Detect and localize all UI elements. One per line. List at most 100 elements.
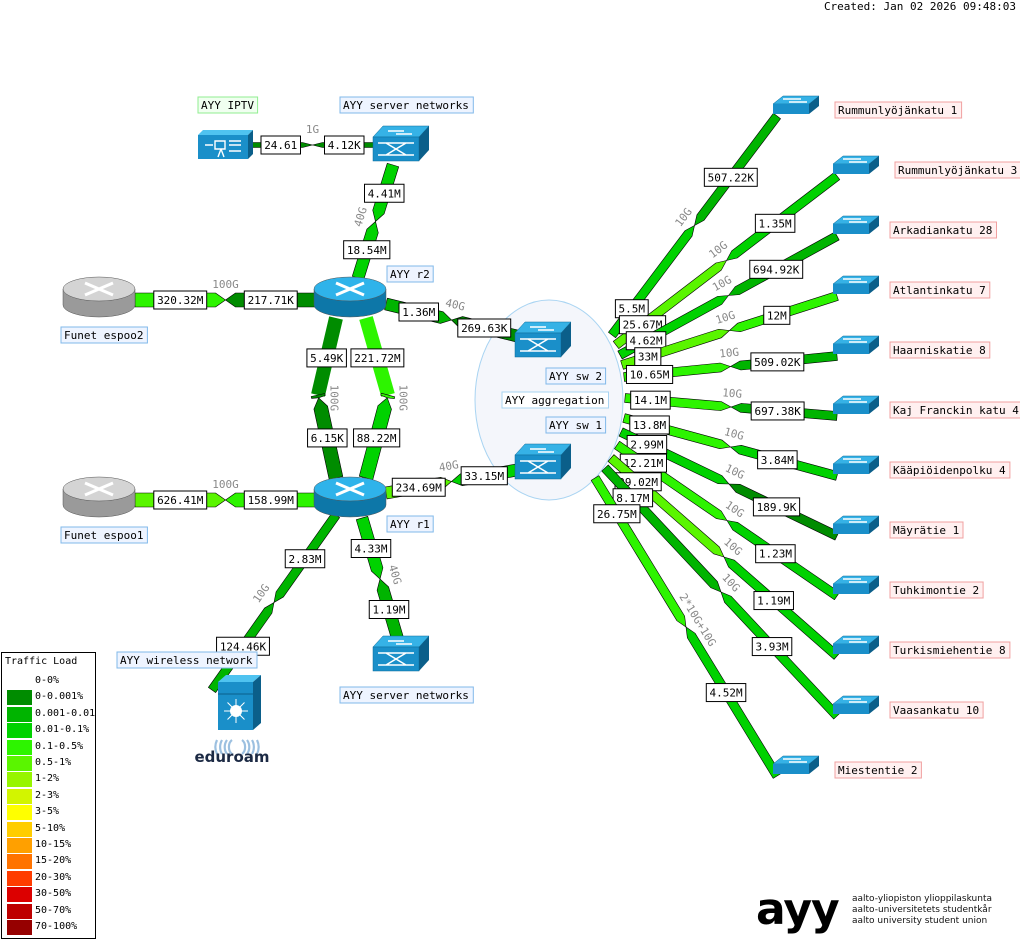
switch-side xyxy=(869,396,879,414)
node-srv_bot[interactable]: AYY server networks xyxy=(339,635,474,704)
switch-icon[interactable] xyxy=(832,215,880,234)
link-out-arrow[interactable] xyxy=(685,626,782,779)
link-in-arrow[interactable] xyxy=(380,392,396,400)
switch-front xyxy=(833,464,869,474)
ayy-logo-mark: ayy xyxy=(756,884,840,935)
node-s9[interactable]: Tuhkimontie 2 xyxy=(832,575,984,599)
switch-icon[interactable] xyxy=(832,275,880,294)
link-in-arrow[interactable] xyxy=(310,393,326,399)
router-icon[interactable] xyxy=(313,276,387,318)
switch-icon[interactable] xyxy=(832,335,880,354)
switch-icon[interactable] xyxy=(772,95,820,114)
switch-side xyxy=(869,516,879,534)
link-value-box xyxy=(755,544,796,564)
node-srv_top[interactable]: AYY server networks xyxy=(339,96,474,162)
node-sw2[interactable]: AYY sw 2 xyxy=(514,321,607,385)
node-label-text: Tuhkimontie 2 xyxy=(893,584,979,597)
node-s5[interactable]: Haarniskatie 8 xyxy=(832,335,991,359)
link-value-text: 18.54M xyxy=(347,244,387,257)
switch-arrows xyxy=(843,698,867,703)
link-out-value: 509.02K xyxy=(750,352,805,372)
video-server-icon[interactable] xyxy=(198,130,253,159)
switch-front xyxy=(833,404,869,414)
node-s7[interactable]: Kääpiöidenpolku 4 xyxy=(832,455,1011,479)
switch-icon[interactable] xyxy=(832,455,880,474)
node-s12[interactable]: Miestentie 2 xyxy=(772,755,922,779)
node-label-text: Atlantinkatu 7 xyxy=(893,284,986,297)
link-value-box xyxy=(457,318,512,338)
node-label: Haarniskatie 8 xyxy=(889,341,991,359)
node-r2[interactable]: AYY r2 xyxy=(313,265,434,318)
switch-icon[interactable] xyxy=(372,125,430,162)
link-value-text: 26.75M xyxy=(597,508,637,521)
switch-icon[interactable] xyxy=(372,635,430,672)
node-label-text: AYY IPTV xyxy=(201,99,254,112)
node-label-text: AYY server networks xyxy=(343,689,469,702)
switch-icon[interactable] xyxy=(832,635,880,654)
switch-icon[interactable] xyxy=(832,695,880,714)
link-in-value: 2.99M xyxy=(626,434,668,454)
switch-icon[interactable] xyxy=(514,443,572,480)
router-icon[interactable] xyxy=(62,276,136,318)
node-s3[interactable]: Arkadiankatu 28 xyxy=(832,215,997,239)
node-s6[interactable]: Kaj Franckin katu 4 xyxy=(832,395,1020,419)
node-sw1[interactable]: AYY sw 1 xyxy=(514,416,607,480)
switch-icon[interactable] xyxy=(832,575,880,594)
eduroam-wave xyxy=(251,739,255,755)
link-speed-label: 10G xyxy=(723,425,746,443)
node-s4[interactable]: Atlantinkatu 7 xyxy=(832,275,991,299)
node-funet2[interactable]: Funet espoo2 xyxy=(60,276,148,344)
node-label-box xyxy=(889,701,984,719)
router-icon[interactable] xyxy=(62,476,136,518)
link-speed-label: 1G xyxy=(306,123,319,136)
switch-side xyxy=(869,576,879,594)
node-s1[interactable]: Rummunlyöjänkatu 1 xyxy=(772,95,963,119)
switch-icon[interactable] xyxy=(772,755,820,774)
node-r1[interactable]: AYY r1 xyxy=(313,476,434,533)
link-value-text: 13.8M xyxy=(633,419,666,432)
node-label: AYY sw 1 xyxy=(545,416,607,434)
link-value-box xyxy=(593,504,641,524)
node-s2[interactable]: Rummunlyöjänkatu 3 xyxy=(832,155,1020,179)
switch-side xyxy=(419,636,429,671)
aggregation-label-box xyxy=(501,391,609,409)
node-label: Rummunlyöjänkatu 1 xyxy=(834,101,963,119)
node-label-box xyxy=(339,686,474,704)
wireless-controller-icon[interactable] xyxy=(218,675,261,730)
switch-icon[interactable] xyxy=(832,515,880,534)
legend-item: 5-10% xyxy=(7,821,97,837)
node-s11[interactable]: Vaasankatu 10 xyxy=(832,695,984,719)
node-s8[interactable]: Mäyrätie 1 xyxy=(832,515,964,539)
node-iptv[interactable]: AYY IPTV xyxy=(197,96,259,159)
switch-side xyxy=(869,456,879,474)
switch-icon[interactable] xyxy=(832,155,880,174)
router-icon[interactable] xyxy=(313,476,387,518)
switch-icon[interactable] xyxy=(514,321,572,358)
node-label-text: AYY server networks xyxy=(343,99,469,112)
legend-label: 5-10% xyxy=(35,822,66,834)
switch-icon[interactable] xyxy=(832,395,880,414)
node-s10[interactable]: Turkismiehentie 8 xyxy=(832,635,1011,659)
node-funet1[interactable]: Funet espoo1 xyxy=(60,476,148,544)
